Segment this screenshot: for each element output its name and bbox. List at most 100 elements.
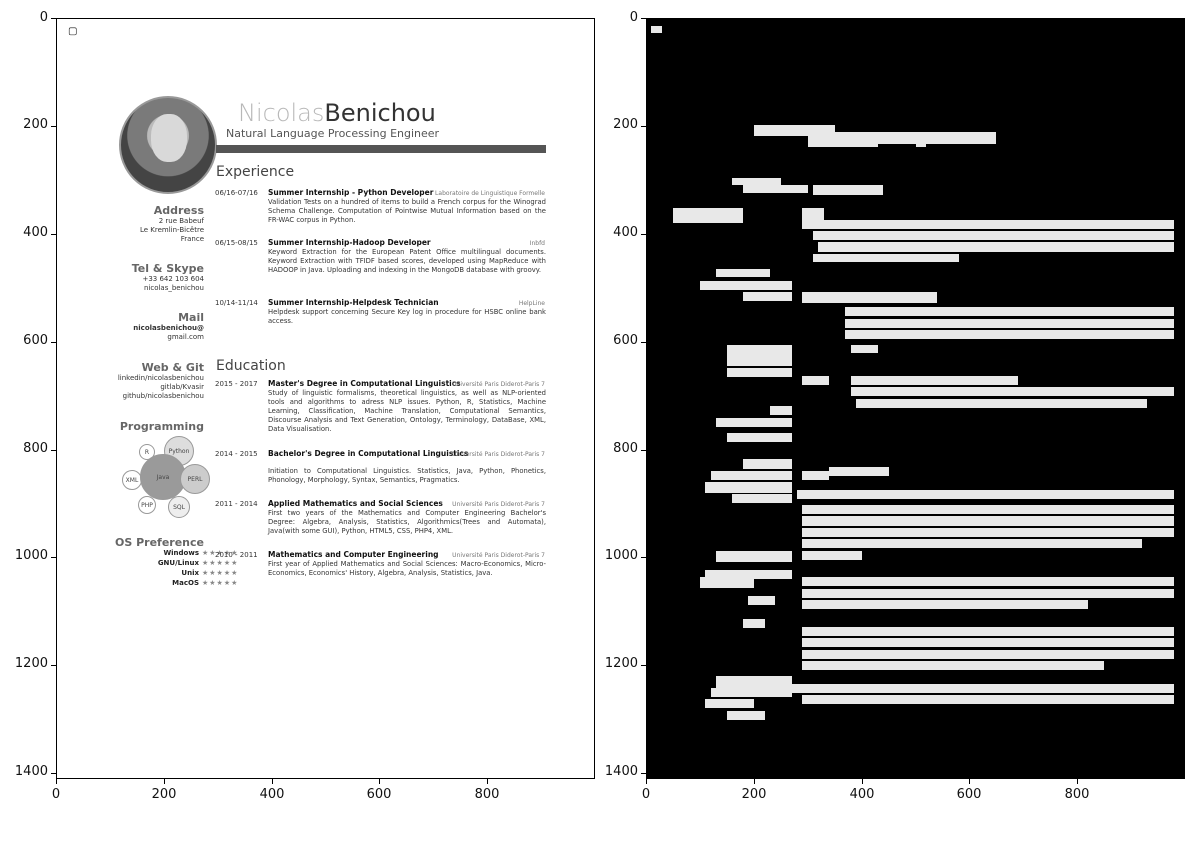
entry-org: Laboratoire de Linguistique Formelle [435, 190, 545, 197]
mask-text-region [726, 356, 792, 366]
mask-text-region [753, 124, 835, 136]
y-tick-label: 1200 [604, 656, 638, 671]
os-heading: OS Preference [115, 536, 204, 549]
entry-description: First year of Applied Mathematics and So… [268, 560, 546, 577]
mask-text-region [813, 291, 938, 303]
x-tick-mark [164, 779, 165, 784]
x-tick-label: 200 [741, 787, 767, 802]
mask-text-region [802, 527, 1175, 537]
entry-org: Université Paris Diderot-Paris 7 [452, 381, 545, 388]
x-tick-mark [487, 779, 488, 784]
left-axes-frame [56, 18, 595, 779]
x-tick-mark [646, 779, 647, 784]
mask-text-region [802, 577, 1175, 587]
mask-text-region [802, 208, 824, 220]
rating-stars-icon: ★★★★★ [202, 549, 239, 557]
mask-text-region [726, 368, 792, 378]
mask-text-region [716, 550, 792, 563]
rating-stars-icon: ★★★★★ [202, 569, 239, 577]
y-tick-mark [641, 234, 646, 235]
y-tick-mark [641, 126, 646, 127]
mask-text-region [802, 695, 1175, 705]
mask-text-region [743, 291, 792, 302]
mask-text-region [726, 432, 792, 442]
mask-text-region [850, 387, 1175, 397]
y-tick-mark [641, 773, 646, 774]
entry-date: 2010 - 2011 [215, 551, 258, 559]
entry-description: Initiation to Computational Linguistics.… [268, 467, 546, 484]
y-tick-label: 400 [23, 225, 48, 240]
mask-text-region [705, 699, 754, 709]
mask-text-region [796, 489, 1175, 499]
mask-text-region [915, 139, 927, 148]
mask-text-region [802, 470, 830, 480]
x-tick-mark [862, 779, 863, 784]
mask-text-region [716, 417, 792, 427]
address-line: Le Kremlin-Bicêtre [139, 226, 204, 234]
mask-text-region [802, 649, 1175, 659]
y-tick-label: 600 [613, 333, 638, 348]
mask-text-region [802, 375, 830, 385]
entry-date: 2011 - 2014 [215, 500, 258, 508]
entry-org: Université Paris Diderot-Paris 7 [452, 451, 545, 458]
mask-text-region [743, 185, 808, 194]
y-tick-label: 800 [23, 441, 48, 456]
entry-date: 10/14-11/14 [215, 299, 258, 307]
mask-text-region [710, 470, 792, 480]
resume-subtitle: Natural Language Processing Engineer [226, 127, 440, 140]
mask-text-region [699, 280, 792, 290]
os-row: Windows★★★★★ [163, 549, 239, 557]
x-tick-label: 800 [474, 787, 500, 802]
y-tick-mark [51, 18, 56, 19]
skill-bubble: PERL [180, 464, 210, 494]
address-line: 2 rue Babeuf [158, 217, 204, 225]
mask-text-region [743, 619, 765, 629]
entry-description: Study of linguistic formalisms, theoreti… [268, 389, 546, 433]
mask-text-region [802, 588, 1175, 598]
mask-text-region [748, 596, 776, 606]
y-tick-label: 0 [629, 10, 638, 25]
resume-name: NicolasBenichou [238, 99, 436, 127]
mask-text-region [802, 600, 1088, 610]
mask-text-region [802, 661, 1105, 671]
mask-text-region [802, 505, 1175, 515]
left-plot: ▢ NicolasBenichou Natural Language Proce… [0, 0, 600, 830]
y-tick-mark [641, 18, 646, 19]
web-line: github/nicolasbenichou [122, 392, 204, 400]
x-tick-label: 200 [151, 787, 177, 802]
mask-text-region [802, 638, 1175, 648]
entry-date: 2014 - 2015 [215, 450, 258, 458]
y-tick-mark [51, 450, 56, 451]
rating-stars-icon: ★★★★★ [202, 579, 239, 587]
y-tick-mark [51, 342, 56, 343]
entry-title: Mathematics and Computer Engineering [268, 550, 439, 559]
x-tick-label: 400 [849, 787, 875, 802]
y-tick-label: 800 [613, 441, 638, 456]
mask-text-region [732, 177, 781, 186]
entry-org: Université Paris Diderot-Paris 7 [452, 552, 545, 559]
web-line: linkedin/nicolasbenichou [117, 374, 204, 382]
mask-text-region [791, 683, 1175, 693]
entry-title: Applied Mathematics and Social Sciences [268, 499, 443, 508]
mask-text-region [813, 185, 884, 195]
os-row: Unix★★★★★ [181, 569, 239, 577]
mask-text-region [672, 208, 743, 224]
tel-line: nicolas_benichou [143, 284, 204, 292]
y-tick-mark [51, 665, 56, 666]
x-tick-label: 0 [51, 787, 61, 802]
mail-line: gmail.com [167, 333, 204, 341]
entry-title: Bachelor's Degree in Computational Lingu… [268, 449, 469, 458]
entry-title: Summer Internship - Python Developer [268, 188, 434, 197]
mask-text-region [845, 318, 1175, 328]
tel-heading: Tel & Skype [131, 262, 204, 275]
entry-title: Summer Internship-Hadoop Developer [268, 238, 431, 247]
skill-bubble: SQL [168, 496, 190, 518]
mask-text-region [845, 330, 1175, 340]
y-tick-mark [51, 773, 56, 774]
mail-heading: Mail [178, 311, 204, 324]
y-tick-label: 1000 [14, 548, 48, 563]
mask-text-region [807, 139, 878, 148]
profile-photo [119, 96, 217, 194]
os-row: MacOS★★★★★ [172, 579, 239, 587]
mask-text-region [813, 231, 1175, 241]
